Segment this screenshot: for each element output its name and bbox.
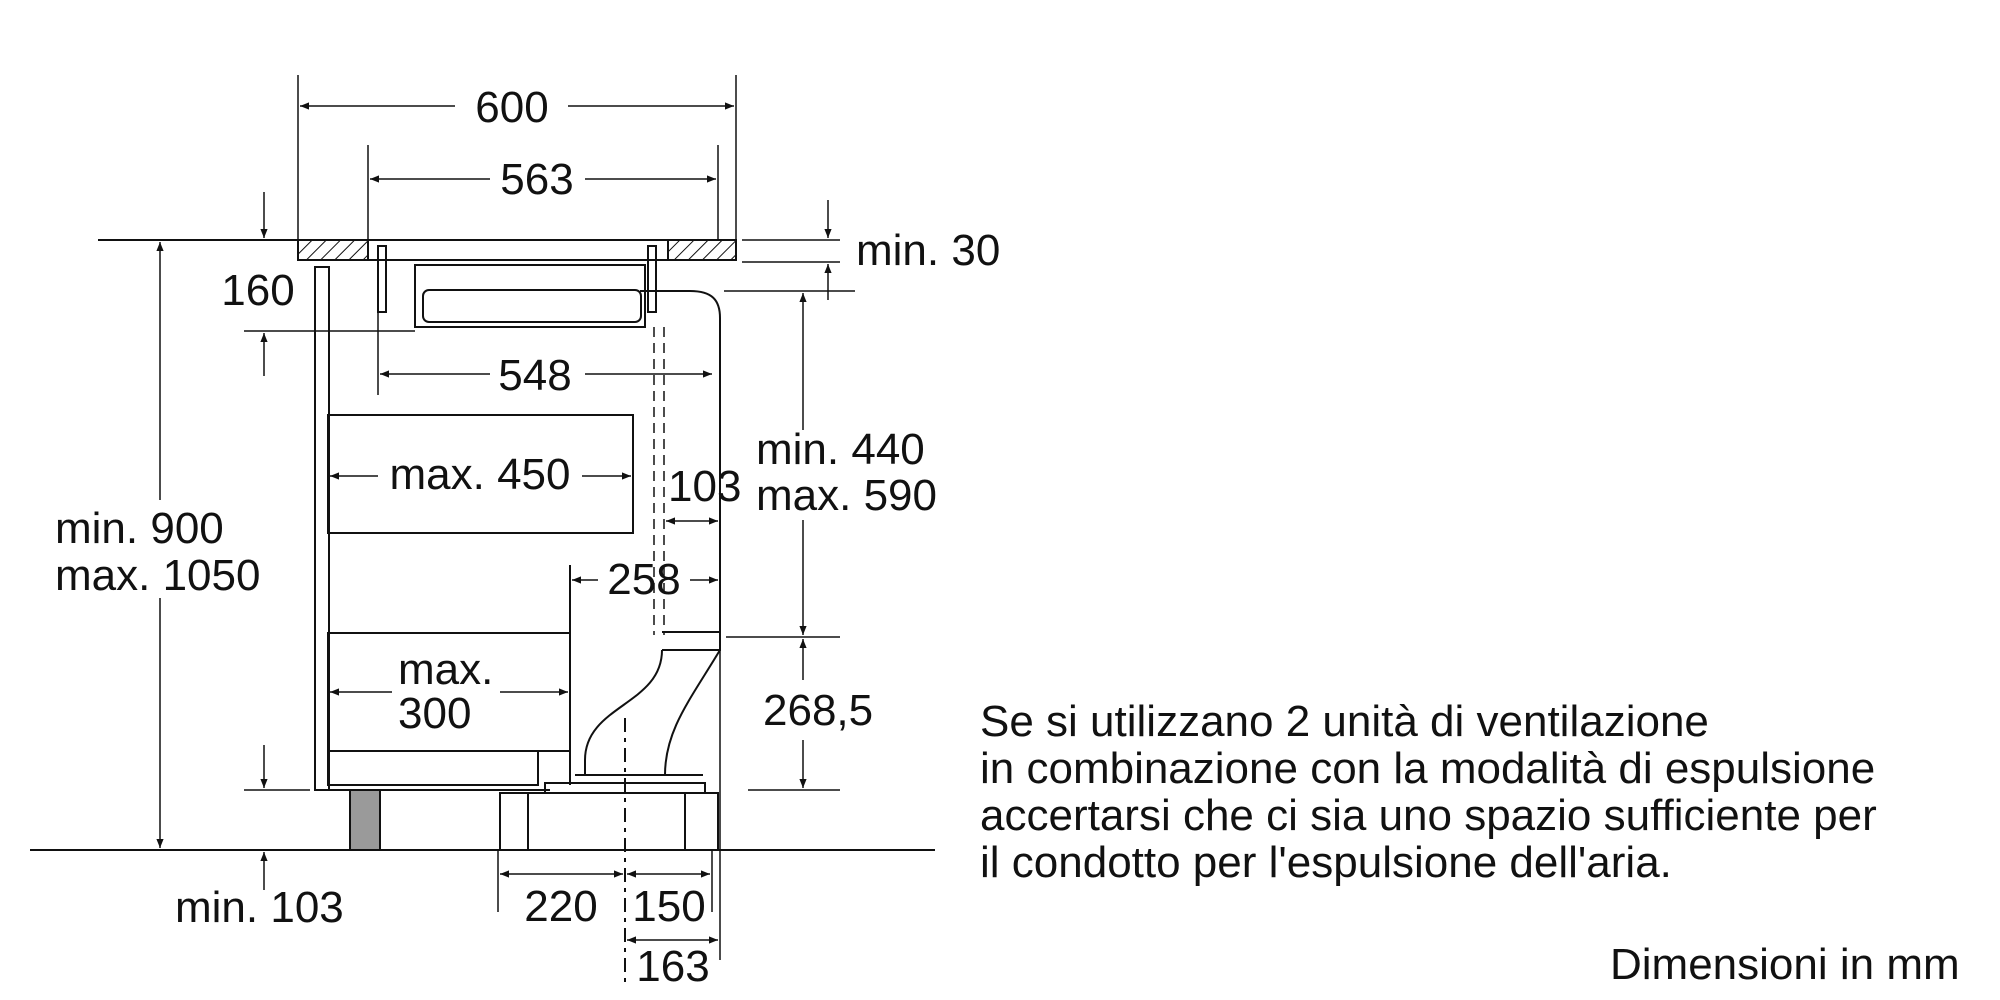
- dimension-lines: [156, 102, 832, 944]
- dim-max-1050: max. 1050: [55, 551, 260, 600]
- dim-min-103-plinth: min. 103: [175, 883, 344, 932]
- note-line: in combinazione con la modalità di espul…: [980, 744, 1876, 793]
- extension-lines: [244, 75, 855, 960]
- dim-max-450: max. 450: [390, 450, 571, 499]
- dim-600: 600: [475, 83, 548, 132]
- dim-max-300-line2: 300: [398, 689, 471, 738]
- note-line: il condotto per l'espulsione dell'aria.: [980, 838, 1672, 887]
- dim-258: 258: [607, 555, 680, 604]
- dim-min-900: min. 900: [55, 504, 224, 553]
- dim-max-590: max. 590: [756, 471, 937, 520]
- ventilation-note: Se si utilizzano 2 unità di ventilazione…: [980, 698, 1877, 886]
- dim-160: 160: [221, 266, 294, 315]
- cooktop-unit: [377, 245, 721, 645]
- worktop: [98, 239, 737, 261]
- dim-min-30: min. 30: [856, 226, 1000, 275]
- dim-220: 220: [524, 882, 597, 931]
- units-label: Dimensioni in mm: [1610, 940, 1960, 989]
- note-line: accertarsi che ci sia uno spazio suffici…: [980, 791, 1877, 840]
- note-line: Se si utilizzano 2 unità di ventilazione: [980, 697, 1709, 746]
- cabinet: [314, 266, 634, 851]
- dim-268-5: 268,5: [763, 686, 873, 735]
- air-duct: [499, 631, 721, 985]
- dim-150: 150: [632, 882, 705, 931]
- dim-max-300-line1: max.: [398, 645, 493, 694]
- dim-563: 563: [500, 155, 573, 204]
- dim-163: 163: [636, 942, 709, 991]
- dim-103-gap: 103: [668, 462, 741, 511]
- dim-548: 548: [498, 351, 571, 400]
- dim-min-440: min. 440: [756, 425, 925, 474]
